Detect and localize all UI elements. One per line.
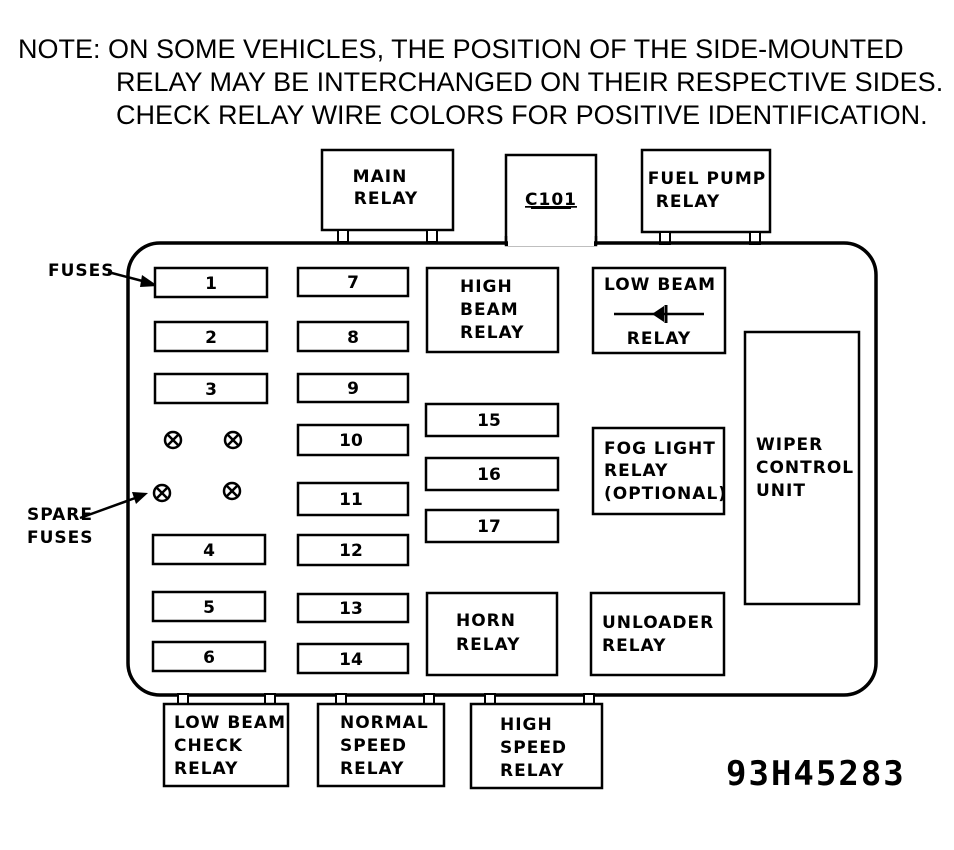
fuse-13: 13 xyxy=(296,592,410,624)
wiper-label-1: WIPER xyxy=(756,435,823,455)
high-speed-relay: HIGH SPEED RELAY xyxy=(469,702,604,790)
note-line-2: RELAY MAY BE INTERCHANGED ON THEIR RESPE… xyxy=(116,67,943,97)
high-speed-label-2: SPEED xyxy=(500,738,567,758)
svg-text:11: 11 xyxy=(339,490,363,510)
fuse-15: 15 xyxy=(424,402,560,438)
fuse-7: 7 xyxy=(296,266,410,298)
unloader-relay: UNLOADER RELAY xyxy=(589,591,726,677)
fog-light-relay-label-3: (OPTIONAL) xyxy=(604,484,727,504)
svg-text:6: 6 xyxy=(203,648,215,668)
low-beam-relay-label-1: LOW BEAM xyxy=(604,275,716,295)
fuse-2: 2 xyxy=(153,320,269,353)
low-beam-check-label-2: CHECK xyxy=(174,736,243,756)
svg-text:9: 9 xyxy=(347,379,359,399)
fuse-6: 6 xyxy=(151,640,267,673)
svg-text:13: 13 xyxy=(339,599,363,619)
main-relay-label-1: MAIN xyxy=(353,167,408,187)
fuse-16: 16 xyxy=(424,456,560,492)
low-beam-relay: LOW BEAM RELAY xyxy=(591,266,727,355)
high-speed-label-3: RELAY xyxy=(500,761,564,781)
horn-relay: HORN RELAY xyxy=(425,591,559,677)
fog-light-relay-label-1: FOG LIGHT xyxy=(604,439,716,459)
fuse-1: 1 xyxy=(153,266,269,299)
svg-text:1: 1 xyxy=(205,274,217,294)
fuse-10: 10 xyxy=(296,423,410,457)
svg-text:10: 10 xyxy=(339,431,363,451)
low-beam-check-relay: LOW BEAM CHECK RELAY xyxy=(162,702,290,788)
wiper-control-unit: WIPER CONTROL UNIT xyxy=(743,330,861,606)
high-beam-relay-label-2: BEAM xyxy=(460,300,519,320)
svg-text:17: 17 xyxy=(477,517,501,537)
normal-speed-label-3: RELAY xyxy=(340,759,404,779)
fuse-9: 9 xyxy=(296,372,410,404)
fuse-4: 4 xyxy=(151,533,267,566)
high-beam-relay-label-1: HIGH xyxy=(460,277,513,297)
main-relay: MAIN RELAY xyxy=(320,148,455,232)
fuel-pump-relay-label-2: RELAY xyxy=(656,192,720,212)
fuse-17: 17 xyxy=(424,508,560,544)
svg-text:4: 4 xyxy=(203,541,215,561)
spare-fuses-callout-2: FUSES xyxy=(27,528,94,548)
svg-text:3: 3 xyxy=(205,380,217,400)
svg-text:2: 2 xyxy=(205,328,217,348)
fuse-12: 12 xyxy=(296,533,410,567)
normal-speed-label-2: SPEED xyxy=(340,736,407,756)
fuses-callout: FUSES xyxy=(48,261,115,281)
unloader-relay-label-1: UNLOADER xyxy=(602,613,714,633)
fuse-3: 3 xyxy=(153,372,269,405)
fuse-box-outline xyxy=(126,241,878,697)
high-speed-label-1: HIGH xyxy=(500,715,553,735)
fuse-8: 8 xyxy=(296,320,410,353)
note-line-1: NOTE: ON SOME VEHICLES, THE POSITION OF … xyxy=(18,34,904,64)
fuel-pump-relay: FUEL PUMP RELAY xyxy=(640,148,772,234)
svg-text:14: 14 xyxy=(339,650,363,670)
horn-relay-label-2: RELAY xyxy=(456,635,520,655)
high-beam-relay-label-3: RELAY xyxy=(460,323,524,343)
svg-text:8: 8 xyxy=(347,328,359,348)
svg-text:16: 16 xyxy=(477,465,501,485)
normal-speed-label-1: NORMAL xyxy=(340,713,429,733)
svg-text:5: 5 xyxy=(203,598,215,618)
spare-fuse-icon xyxy=(152,483,172,503)
wiper-label-2: CONTROL xyxy=(756,458,854,478)
unloader-relay-label-2: RELAY xyxy=(602,636,666,656)
low-beam-relay-label-2: RELAY xyxy=(627,329,691,349)
low-beam-check-label-1: LOW BEAM xyxy=(174,713,286,733)
spare-fuse-icon xyxy=(222,481,242,501)
main-relay-label-2: RELAY xyxy=(354,189,418,209)
fuse-5: 5 xyxy=(151,590,267,623)
high-beam-relay: HIGH BEAM RELAY xyxy=(425,266,560,354)
spare-fuse-icon xyxy=(163,430,183,450)
svg-text:7: 7 xyxy=(347,273,359,293)
svg-text:12: 12 xyxy=(339,541,363,561)
horn-relay-label-1: HORN xyxy=(456,611,516,631)
fog-light-relay-label-2: RELAY xyxy=(604,461,668,481)
spare-fuses-arrow xyxy=(79,495,139,520)
connector-c101: C101 xyxy=(504,153,598,247)
diode-icon xyxy=(614,305,704,323)
fog-light-relay: FOG LIGHT RELAY (OPTIONAL) xyxy=(591,426,727,516)
low-beam-check-label-3: RELAY xyxy=(174,759,238,779)
wiper-label-3: UNIT xyxy=(756,481,806,501)
fuel-pump-relay-label-1: FUEL PUMP xyxy=(648,169,766,189)
spare-fuse-icons xyxy=(152,430,243,503)
normal-speed-relay: NORMAL SPEED RELAY xyxy=(316,702,446,788)
figure-code: 93H45283 xyxy=(726,754,906,794)
connector-label: C101 xyxy=(525,190,577,210)
svg-text:15: 15 xyxy=(477,411,501,431)
fuse-11: 11 xyxy=(296,481,410,517)
note-line-3: CHECK RELAY WIRE COLORS FOR POSITIVE IDE… xyxy=(116,100,928,130)
spare-fuse-icon xyxy=(223,430,243,450)
fuse-14: 14 xyxy=(296,642,410,675)
spare-fuses-callout-1: SPARE xyxy=(27,505,93,525)
